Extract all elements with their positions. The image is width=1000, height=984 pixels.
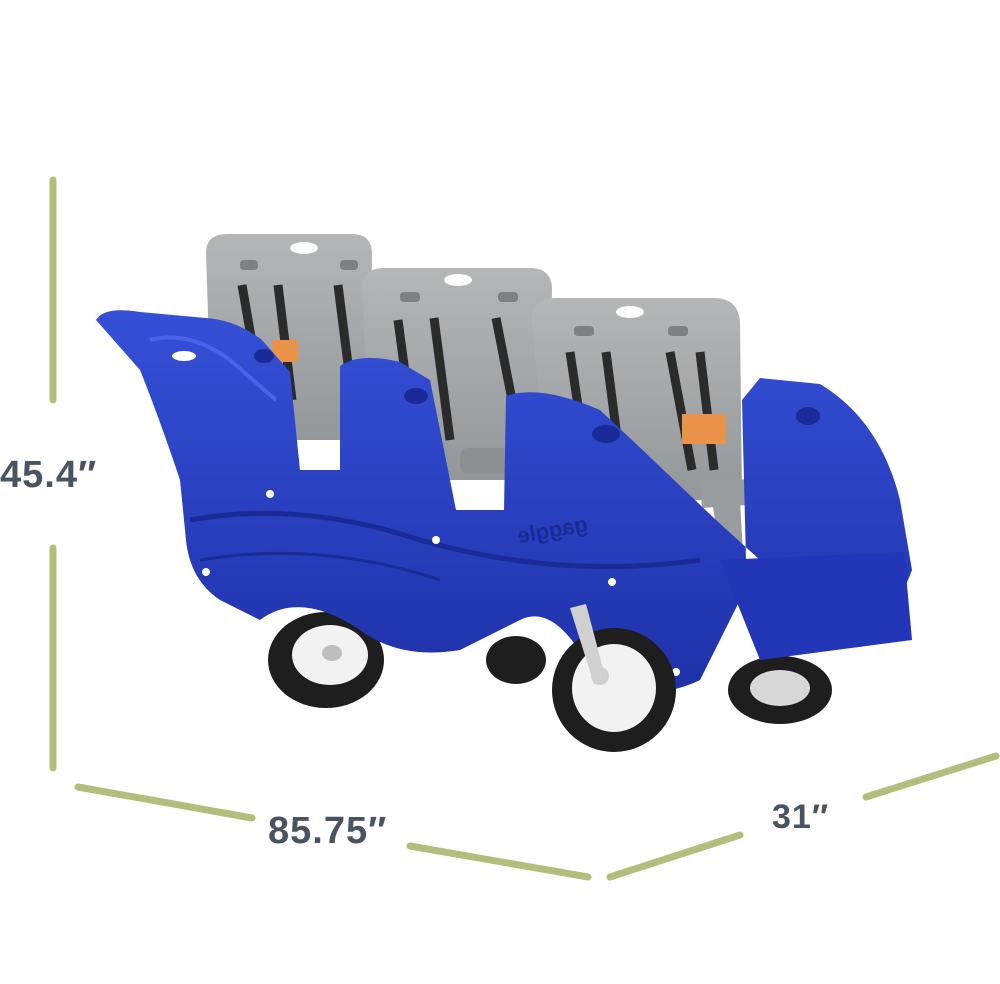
length-line-left — [74, 783, 256, 822]
length-line-right — [406, 842, 592, 881]
length-dimension-label: 85.75″ — [268, 810, 388, 852]
depth-dimension-label: 31″ — [772, 798, 830, 836]
shoulder-pad — [272, 340, 298, 362]
shoulder-pad — [682, 414, 726, 444]
rear-right-wheel — [728, 656, 832, 724]
rear-left-wheel — [268, 612, 384, 708]
front-wheel — [552, 604, 676, 752]
brand-badge-icon — [172, 351, 196, 361]
height-dimension-label: 45.4″ — [0, 454, 98, 496]
brand-badge-icon — [290, 242, 318, 254]
wheel-fork — [570, 604, 606, 684]
middle-wheel — [486, 636, 546, 684]
depth-line-right — [862, 752, 1000, 801]
footwell — [720, 552, 912, 660]
depth-line-left — [606, 831, 744, 881]
brand-badge-icon — [444, 274, 472, 286]
stroller-body: gaggle — [96, 310, 912, 694]
brand-badge-icon — [616, 306, 644, 318]
dimension-lines — [49, 176, 1000, 881]
